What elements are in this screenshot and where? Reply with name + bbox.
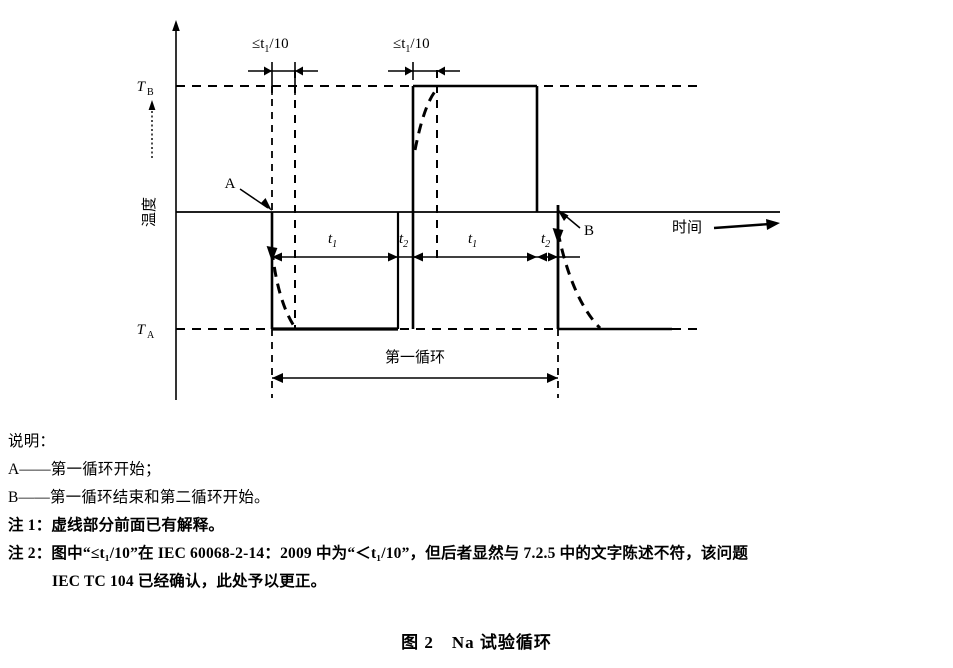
notes-block: 说明： A——第一循环开始； B——第一循环结束和第二循环开始。 注 1：虚线部… bbox=[8, 428, 948, 596]
note-item-a: A——第一循环开始； bbox=[8, 461, 161, 478]
temperature-direction-arrow bbox=[148, 100, 156, 158]
point-b-callout: B bbox=[557, 209, 594, 239]
dwell-4-arrow-left bbox=[537, 252, 547, 262]
ta-subscript: A bbox=[147, 330, 155, 341]
transition-limit-1-arrow-right bbox=[295, 66, 303, 76]
note-item-b: B——第一循环结束和第二循环开始。 bbox=[8, 489, 270, 506]
transition-limit-1-label: ≤t1/10 bbox=[252, 36, 289, 55]
transition-limit-1-group: ≤t1/10 bbox=[248, 36, 318, 95]
transition-limit-2-arrow-left bbox=[405, 66, 413, 76]
x-axis-direction-arrowhead bbox=[766, 219, 780, 230]
point-a-label: A bbox=[225, 176, 236, 192]
first-cycle-arrow-left bbox=[272, 373, 283, 383]
tb-symbol: T bbox=[137, 79, 147, 95]
note-2-line-2: IEC TC 104 已经确认，此处予以更正。 bbox=[52, 573, 327, 590]
dwell-1-label: t1 bbox=[328, 231, 337, 250]
figure-caption: 图 2 Na 试验循环 bbox=[401, 633, 552, 652]
test-cycle-chart: 温度 T B T A bbox=[137, 20, 780, 400]
first-cycle-label: 第一循环 bbox=[385, 348, 445, 366]
point-a-leader-line bbox=[239, 188, 269, 209]
dwell-3-arrow-right bbox=[527, 252, 537, 262]
actual-response-group bbox=[266, 87, 602, 330]
transition-limit-2-arrow-right bbox=[437, 66, 445, 76]
y-axis-arrowhead bbox=[172, 20, 180, 31]
dwell-3-label: t1 bbox=[468, 231, 477, 250]
figure-diagram: 温度 T B T A bbox=[137, 20, 780, 400]
dwell-4-label: t2 bbox=[541, 231, 550, 250]
ta-tick-label: T A bbox=[137, 322, 155, 341]
construction-dashed-lines bbox=[271, 70, 559, 398]
x-axis-direction-shaft bbox=[713, 222, 771, 230]
axes-group bbox=[172, 20, 780, 400]
ideal-profile-group bbox=[270, 84, 672, 331]
start-decay-arrowhead bbox=[266, 246, 278, 262]
temperature-arrow-head bbox=[148, 100, 156, 110]
dwell-4-arrow-right bbox=[548, 252, 558, 262]
transition-limit-1-arrow-left bbox=[264, 66, 272, 76]
point-a-callout: A bbox=[225, 176, 272, 211]
note-2-line-1: 注 2：图中“≤t₁/10”在 IEC 60068-2-14：2009 中为“＜… bbox=[8, 545, 749, 562]
dwell-2-label: t2 bbox=[399, 231, 408, 250]
point-b-leader-arrowhead bbox=[557, 209, 569, 221]
ta-symbol: T bbox=[137, 322, 147, 338]
x-axis-label: 时间 bbox=[672, 219, 702, 236]
end-decay-arrowhead bbox=[552, 228, 564, 244]
dwell-dimension-group: t1 t2 t1 t2 bbox=[272, 231, 580, 262]
rise-dashed-curve bbox=[413, 87, 439, 151]
first-cycle-arrow-right bbox=[547, 373, 558, 383]
point-b-label: B bbox=[584, 223, 594, 239]
start-decay-dashed-curve bbox=[270, 249, 298, 330]
point-a-leader-arrowhead bbox=[261, 198, 272, 211]
end-decay-dashed-curve bbox=[556, 231, 602, 330]
tb-subscript: B bbox=[147, 87, 154, 98]
tb-tick-label: T B bbox=[137, 79, 154, 98]
x-axis-label-group: 时间 bbox=[672, 219, 780, 236]
y-axis-label: 温度 bbox=[141, 197, 158, 227]
note-1: 注 1：虚线部分前面已有解释。 bbox=[8, 517, 225, 534]
notes-heading: 说明： bbox=[8, 433, 56, 450]
first-cycle-span-group: 第一循环 bbox=[272, 348, 558, 383]
dwell-1-arrow-right bbox=[388, 252, 398, 262]
dwell-1-arrow-left bbox=[272, 252, 282, 262]
transition-limit-2-group: ≤t1/10 bbox=[388, 36, 460, 80]
transition-limit-2-label: ≤t1/10 bbox=[393, 36, 430, 55]
